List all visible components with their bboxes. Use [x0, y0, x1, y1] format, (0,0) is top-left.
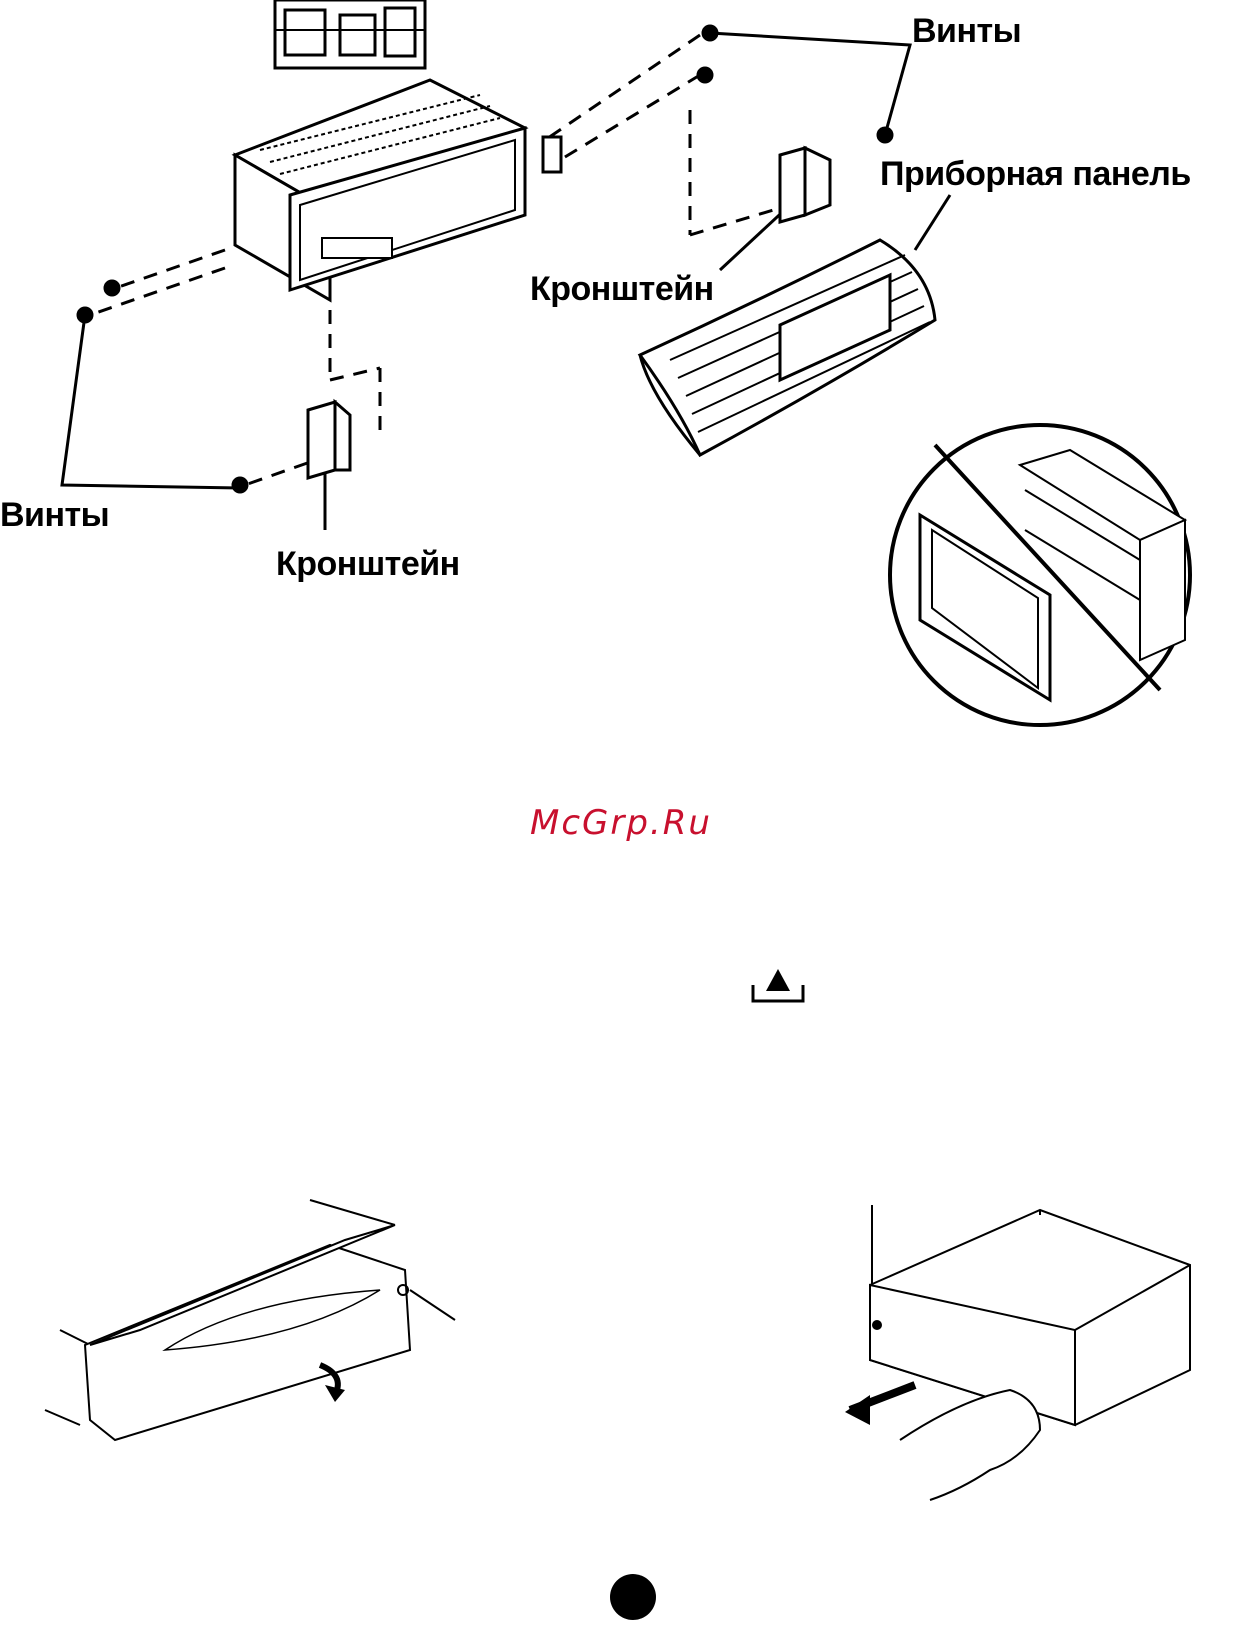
bracket-right-icon [780, 148, 830, 222]
head-unit-chassis [235, 80, 525, 300]
detail-inset-circle [890, 425, 1190, 725]
watermark-text: McGrp.Ru [530, 803, 712, 843]
page-marker-icon [610, 1574, 656, 1620]
bracket-bottom-icon [308, 402, 350, 478]
callout-dashboard: Приборная панель [880, 155, 1191, 194]
callout-screws-top: Винты [912, 12, 1021, 51]
wiring-connector-module [275, 0, 425, 68]
callout-bracket-right: Кронштейн [530, 270, 714, 309]
callout-screws-left: Винты [0, 496, 109, 535]
callout-bracket-bottom: Кронштейн [276, 545, 460, 584]
installation-diagram [0, 0, 1248, 760]
small-bracket-top [543, 137, 561, 172]
eject-icon [750, 965, 806, 1005]
